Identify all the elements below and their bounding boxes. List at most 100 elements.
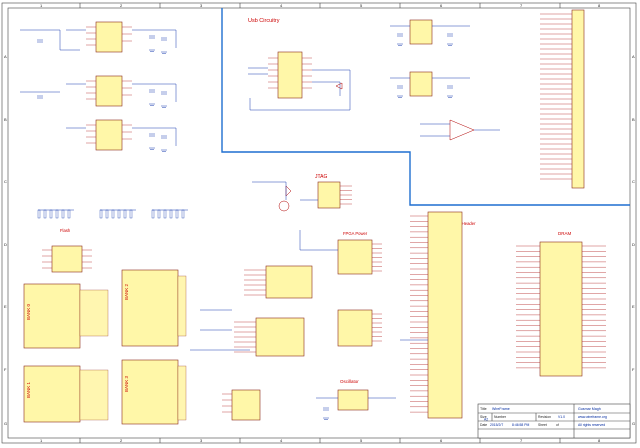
svg-text:8: 8 (598, 438, 601, 443)
svg-text:C: C (632, 179, 635, 184)
dram-chip (539, 241, 583, 377)
resistor (181, 209, 185, 219)
op-amp-symbol (449, 119, 475, 141)
bank0-label: BANK 0 (26, 303, 31, 320)
resistor (49, 209, 53, 219)
fpga-power-chip-2 (337, 309, 373, 347)
regulator-output-net (132, 29, 177, 48)
led-symbol (285, 185, 292, 197)
resistor (55, 209, 59, 219)
sheet-inner-border (7, 7, 631, 439)
oscillator-chip (337, 389, 369, 411)
bank0-block: BANK 0 (23, 283, 109, 349)
time-value: 8:46:58 PM (512, 423, 530, 427)
title-value: WireFrame (492, 407, 510, 411)
resistor (123, 209, 127, 219)
svg-text:F: F (632, 367, 635, 372)
rights: All rights reserved (578, 423, 605, 427)
revision-value: V1.0 (558, 415, 565, 419)
svg-text:Number: Number (494, 415, 507, 419)
svg-text:Size: Size (480, 415, 487, 419)
fpga-config-block (265, 265, 313, 299)
usb-circuitry-title: Usb Circuitry (248, 18, 280, 24)
col-5: 5 (360, 3, 363, 8)
bank1-block: BANK 1 (23, 365, 109, 423)
svg-text:G: G (4, 421, 7, 426)
bank2-block: BANK 2 (121, 269, 187, 347)
regulator-output-net (132, 83, 177, 102)
author: Gusmar Magh (578, 407, 601, 411)
led-net (252, 181, 287, 200)
resistor (37, 209, 41, 219)
svg-text:Title: Title (480, 407, 487, 411)
size-value: A2 (484, 418, 488, 422)
svg-text:6: 6 (440, 438, 443, 443)
svg-text:F: F (4, 367, 7, 372)
svg-text:of: of (556, 423, 559, 427)
svg-text:B: B (632, 117, 635, 122)
usb-interface-chip (277, 51, 303, 99)
col-2: 2 (120, 3, 123, 8)
usb-net (249, 69, 351, 111)
title-block: Title WireFrame Size A2 Number Revision … (477, 403, 631, 439)
svg-text:A: A (4, 54, 7, 59)
ldo-regulator-2 (409, 71, 433, 97)
flash-title: Flash (60, 228, 71, 233)
signal-net (299, 230, 338, 251)
svg-text:Revision: Revision (538, 415, 551, 419)
fpga-power-title: FPGA Power (343, 231, 368, 236)
usb-zone-boundary (221, 8, 630, 206)
bank3-label: BANK 3 (124, 375, 129, 392)
resistor (163, 209, 167, 219)
row-markers: A B C D E F G A B C D E F G (4, 54, 635, 426)
col-3: 3 (200, 3, 203, 8)
website: www.wireframe.org (578, 415, 607, 419)
resistor (175, 209, 179, 219)
svg-text:G: G (632, 421, 635, 426)
resistor (129, 209, 133, 219)
bank3-block: BANK 3 (121, 359, 187, 425)
resistor (169, 209, 173, 219)
resistor (157, 209, 161, 219)
svg-text:B: B (4, 117, 7, 122)
regulator-output-net (132, 127, 177, 146)
jtag-title: JTAG (315, 174, 328, 180)
dram-title: DRAM (558, 231, 572, 236)
col-4: 4 (280, 3, 283, 8)
resistor (117, 209, 121, 219)
diode-symbol (335, 82, 343, 90)
fpga-power-chip-1 (337, 239, 373, 275)
io-header (427, 211, 463, 419)
svg-text:A: A (632, 54, 635, 59)
bank2-label: BANK 2 (124, 283, 129, 300)
regulator-2 (95, 75, 123, 107)
main-connector (571, 9, 585, 189)
col-7: 7 (520, 3, 523, 8)
resistor (105, 209, 109, 219)
svg-text:2: 2 (120, 438, 123, 443)
col-1: 1 (40, 3, 43, 8)
jtag-header (317, 181, 341, 209)
regulator-3 (95, 119, 123, 151)
resistor (43, 209, 47, 219)
switch-block (231, 389, 261, 421)
resistor (67, 209, 71, 219)
resistor (111, 209, 115, 219)
ldo-regulator-1 (409, 19, 433, 45)
svg-text:D: D (4, 242, 7, 247)
svg-text:3: 3 (200, 438, 203, 443)
svg-text:D: D (632, 242, 635, 247)
oscillator-title: Oscillator (340, 379, 359, 384)
column-markers: 1 2 3 4 5 6 7 8 1 2 3 4 5 6 7 8 (40, 3, 601, 443)
svg-text:E: E (4, 304, 7, 309)
svg-text:E: E (632, 304, 635, 309)
fpga-io-block (255, 317, 305, 357)
svg-text:Date: Date (480, 423, 487, 427)
date-value: 2015/2/7 (490, 423, 503, 427)
io-header-title: I/O Header (455, 221, 476, 226)
component-layer (20, 9, 606, 421)
svg-text:7: 7 (520, 438, 523, 443)
